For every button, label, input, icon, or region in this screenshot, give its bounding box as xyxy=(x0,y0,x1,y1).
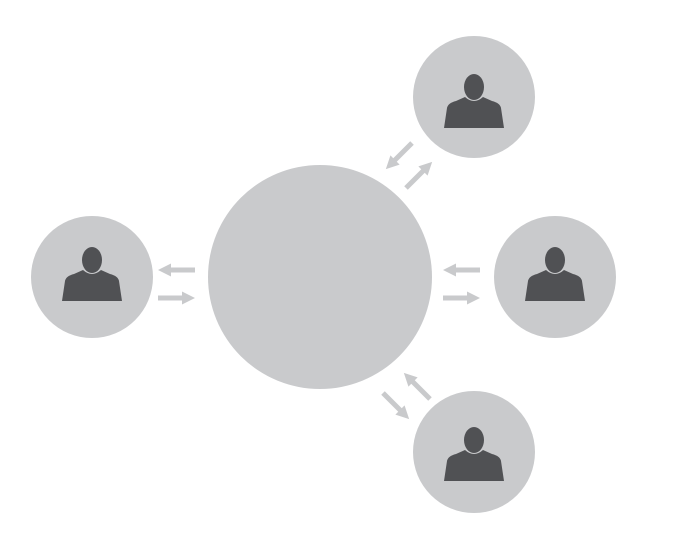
node-right xyxy=(494,216,616,338)
arrow-up-left-icon xyxy=(399,368,435,404)
arrow-left-icon xyxy=(443,263,480,277)
arrow-up-right-icon xyxy=(401,157,437,193)
arrow-down-right-icon xyxy=(378,388,414,424)
hub-circle xyxy=(208,165,432,389)
arrow-left-icon xyxy=(158,263,195,277)
node-left xyxy=(31,216,153,338)
node-bottom-right xyxy=(413,391,535,513)
arrow-right-icon xyxy=(443,291,480,305)
arrow-down-left-icon xyxy=(381,138,417,174)
arrow-right-icon xyxy=(158,291,195,305)
node-top-right xyxy=(413,36,535,158)
